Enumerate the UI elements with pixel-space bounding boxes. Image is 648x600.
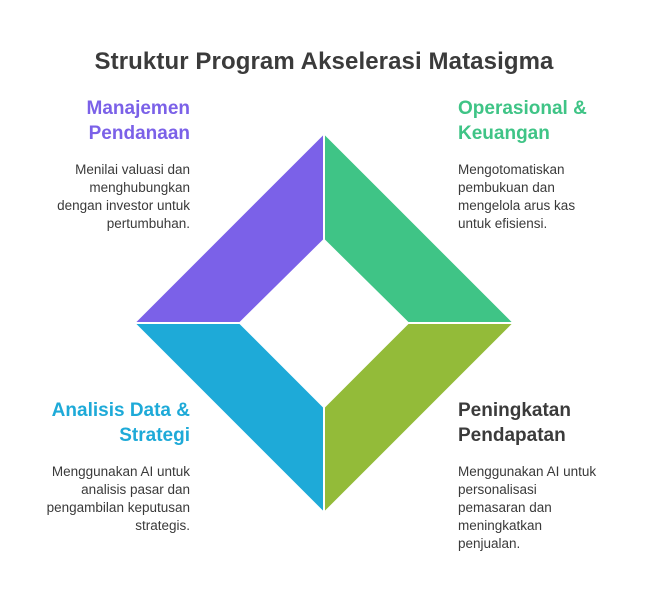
section-heading: Peningkatan Pendapatan <box>458 400 571 446</box>
section-description: Menggunakan AI untuk analisis pasar dan … <box>46 464 190 533</box>
section-description: Mengotomatiskan pembukuan dan mengelola … <box>458 162 576 231</box>
section-peningkatan-pendapatan: Peningkatan Pendapatan Menggunakan AI un… <box>458 398 638 553</box>
quadrant-bottom-left <box>133 322 325 514</box>
section-description: Menggunakan AI untuk personalisasi pemas… <box>458 464 597 551</box>
section-manajemen-pendanaan: Manajemen Pendanaan Menilai valuasi dan … <box>0 96 190 233</box>
section-heading: Analisis Data & Strategi <box>51 400 190 446</box>
section-operasional-keuangan: Operasional & Keuangan Mengotomatiskan p… <box>458 96 638 233</box>
section-heading: Manajemen Pendanaan <box>86 98 190 144</box>
section-description: Menilai valuasi dan menghubungkan dengan… <box>57 162 190 231</box>
page-title: Struktur Program Akselerasi Matasigma <box>94 48 554 75</box>
section-analisis-data-strategi: Analisis Data & Strategi Menggunakan AI … <box>0 398 190 535</box>
section-heading: Operasional & Keuangan <box>458 98 587 144</box>
